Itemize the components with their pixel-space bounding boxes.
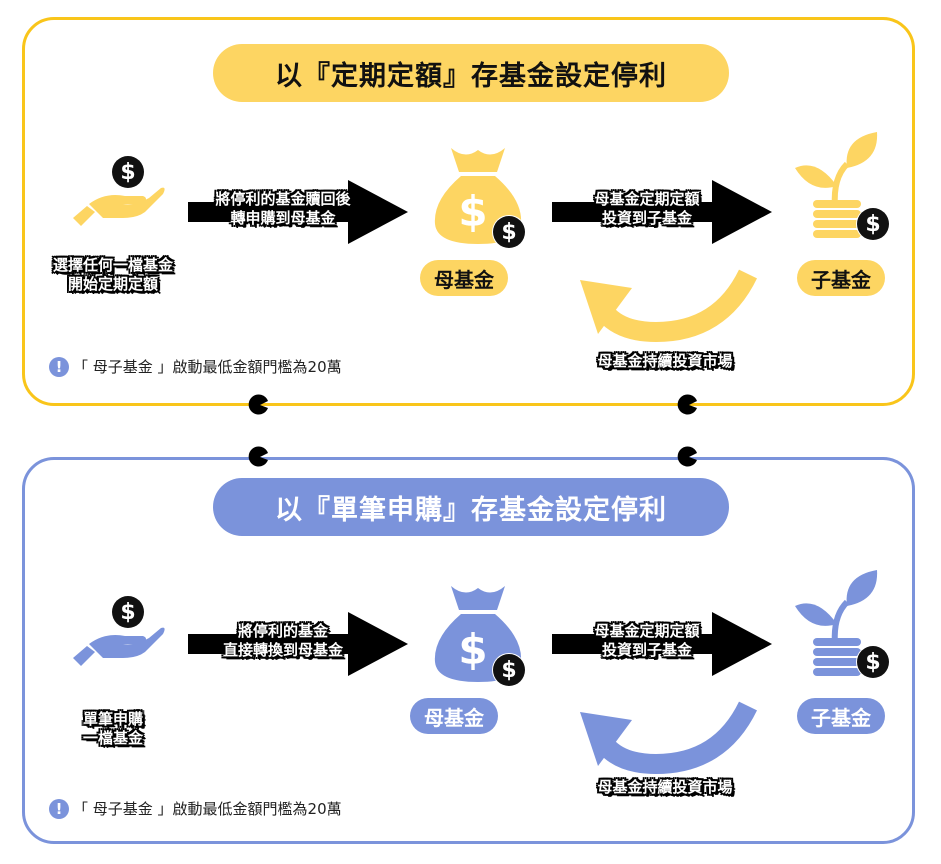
exclamation-icon: ! <box>49 356 69 377</box>
binder-ring-icon <box>677 394 697 415</box>
plant-coins-icon <box>795 132 890 241</box>
arrow2-line2: 投資到子基金 <box>601 641 692 659</box>
svg-text:$: $ <box>458 625 487 674</box>
arrow2-line1: 母基金定期定額 <box>594 622 700 640</box>
loop-arrow-icon <box>580 701 758 775</box>
arrow1-line1: 將停利的基金贖回後 <box>215 190 351 208</box>
note-text: 「 母子基金 」啟動最低金額門檻為20萬 <box>73 800 342 818</box>
binder-ring-icon <box>248 446 268 467</box>
arrow2-label: 母基金定期定額 投資到子基金 <box>537 190 757 228</box>
arrow2-line1: 母基金定期定額 <box>594 190 700 208</box>
child-fund-label: 子基金 <box>797 698 885 734</box>
hand-coin-icon <box>73 156 165 226</box>
arrow1-line2: 直接轉換到母基金 <box>222 641 343 659</box>
loop-label: 母基金持續投資市場 <box>597 778 733 796</box>
minimum-note: ! 「 母子基金 」啟動最低金額門檻為20萬 <box>49 798 342 819</box>
arrow1-line2: 轉申購到母基金 <box>230 209 336 227</box>
start-label-line1: 選擇任何一檔基金 <box>52 256 173 274</box>
lump-sum-card: 以『單筆申購』存基金設定停利 單筆申購 一檔基金 將停利的基金 直接轉換到母基金… <box>22 457 915 844</box>
section-title: 以『單筆申購』存基金設定停利 <box>213 478 729 536</box>
regular-investment-card: 以『定期定額』存基金設定停利 選擇任何一檔基金 開始定期定額 將停利的基金贖回後… <box>22 17 915 406</box>
arrow2-label: 母基金定期定額 投資到子基金 <box>537 622 757 660</box>
start-label: 選擇任何一檔基金 開始定期定額 <box>33 256 193 294</box>
hand-coin-icon <box>73 596 165 666</box>
start-label-line1: 單筆申購 <box>82 710 143 728</box>
money-bag-icon: $ <box>434 586 526 687</box>
parent-fund-label: 母基金 <box>410 698 498 734</box>
binder-ring-icon <box>248 394 268 415</box>
binder-ring-icon <box>677 446 697 467</box>
exclamation-icon: ! <box>49 798 69 819</box>
section-title: 以『定期定額』存基金設定停利 <box>213 44 729 102</box>
arrow1-line1: 將停利的基金 <box>237 622 328 640</box>
arrow1-label: 將停利的基金贖回後 轉申購到母基金 <box>173 190 393 228</box>
start-label: 單筆申購 一檔基金 <box>43 710 183 748</box>
money-bag-icon: $ <box>434 148 526 249</box>
start-label-line2: 開始定期定額 <box>67 275 158 293</box>
arrow1-label: 將停利的基金 直接轉換到母基金 <box>173 622 393 660</box>
child-fund-label: 子基金 <box>797 260 885 296</box>
svg-text:$: $ <box>458 187 487 236</box>
arrow2-line2: 投資到子基金 <box>601 209 692 227</box>
parent-fund-label: 母基金 <box>420 260 508 296</box>
plant-coins-icon <box>795 570 890 679</box>
start-label-line2: 一檔基金 <box>82 729 143 747</box>
minimum-note: ! 「 母子基金 」啟動最低金額門檻為20萬 <box>49 356 342 377</box>
loop-label: 母基金持續投資市場 <box>597 352 733 370</box>
note-text: 「 母子基金 」啟動最低金額門檻為20萬 <box>73 358 342 376</box>
loop-arrow-icon <box>580 269 758 343</box>
